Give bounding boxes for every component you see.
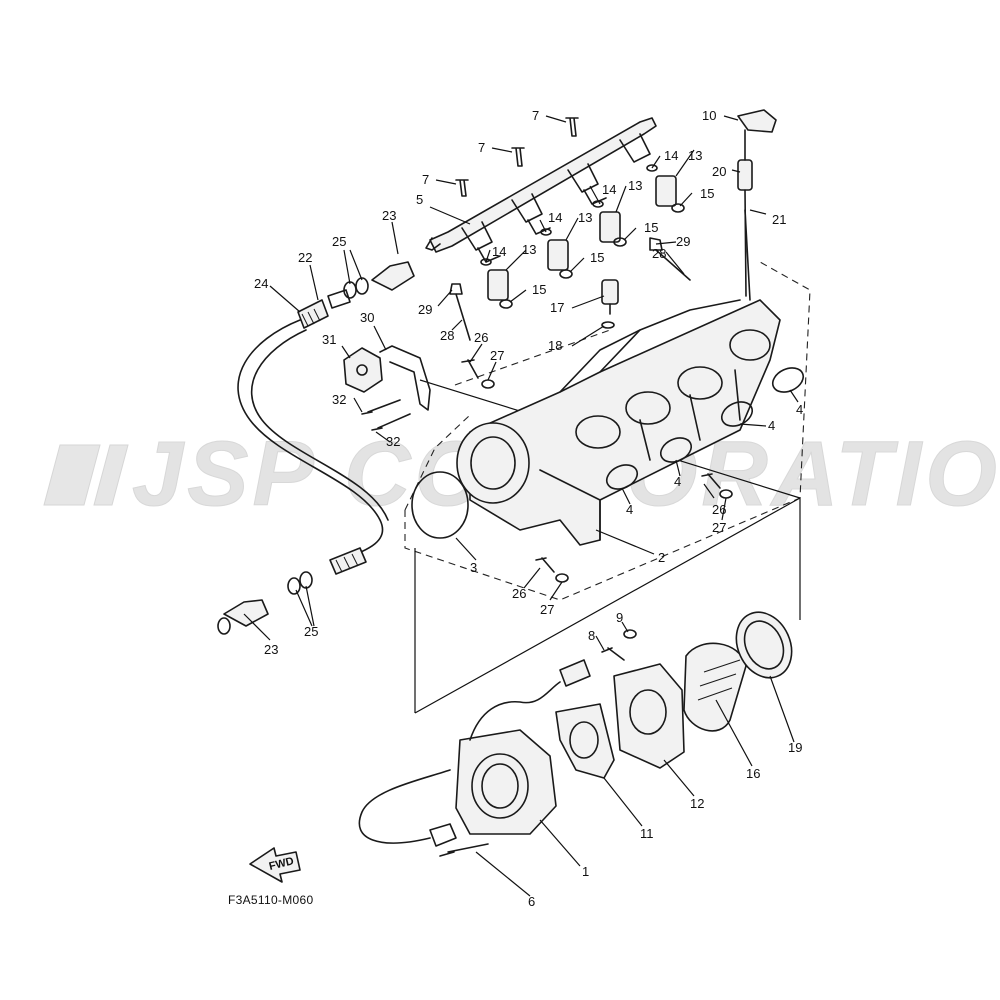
callout-14: 14 <box>492 244 506 259</box>
callout-15: 15 <box>700 186 714 201</box>
watermark-logo-icon <box>43 444 129 506</box>
callout-13: 13 <box>578 210 592 225</box>
callout-19: 19 <box>788 740 802 755</box>
callout-12: 12 <box>690 796 704 811</box>
fwd-arrow-icon <box>249 847 301 883</box>
callout-30: 30 <box>360 310 374 325</box>
callout-28: 28 <box>652 246 666 261</box>
callout-31: 31 <box>322 332 336 347</box>
callout-4: 4 <box>626 502 633 517</box>
callout-13: 13 <box>688 148 702 163</box>
circlip <box>411 471 469 539</box>
intake-filter <box>683 611 793 732</box>
callout-17: 17 <box>550 300 564 315</box>
callout-27: 27 <box>490 348 504 363</box>
callout-13: 13 <box>522 242 536 257</box>
bracket-parts <box>343 345 431 431</box>
callout-32: 32 <box>332 392 346 407</box>
callout-13: 13 <box>628 178 642 193</box>
callout-1: 1 <box>582 864 589 879</box>
callout-7: 7 <box>422 172 429 187</box>
boundary-dashed-left <box>404 414 471 511</box>
callouts: 7 7 7 10 20 21 14 13 15 14 13 14 13 15 1… <box>254 108 803 909</box>
callout-29: 29 <box>676 234 690 249</box>
callout-15: 15 <box>532 282 546 297</box>
callout-6: 6 <box>528 894 535 909</box>
rail-screws <box>455 117 579 197</box>
intake-sensor <box>737 109 777 301</box>
diagram-code: F3A5110-M060 <box>228 893 313 907</box>
callout-23: 23 <box>264 642 278 657</box>
callout-11: 11 <box>640 826 654 841</box>
callout-29: 29 <box>418 302 432 317</box>
callout-27: 27 <box>540 602 554 617</box>
intake-manifold <box>456 299 781 546</box>
fuel-hose <box>217 261 415 635</box>
injectors <box>480 164 685 309</box>
callout-26: 26 <box>474 330 488 345</box>
fwd-label: FWD <box>268 855 295 873</box>
callout-2: 2 <box>658 550 665 565</box>
callout-3: 3 <box>470 560 477 575</box>
callout-7: 7 <box>532 108 539 123</box>
callout-14: 14 <box>664 148 678 163</box>
callout-4: 4 <box>796 402 803 417</box>
callout-22: 22 <box>298 250 312 265</box>
callout-28: 28 <box>440 328 454 343</box>
callout-18: 18 <box>548 338 562 353</box>
callout-20: 20 <box>712 164 726 179</box>
callout-25: 25 <box>304 624 318 639</box>
callout-9: 9 <box>616 610 623 625</box>
callout-10: 10 <box>702 108 716 123</box>
callout-15: 15 <box>590 250 604 265</box>
callout-15: 15 <box>644 220 658 235</box>
throttle-adapter <box>555 629 685 779</box>
throttle-body <box>358 659 591 857</box>
callout-27: 27 <box>712 520 726 535</box>
callout-23: 23 <box>382 208 396 223</box>
fuel-rail <box>425 117 657 263</box>
callout-26: 26 <box>712 502 726 517</box>
callout-7: 7 <box>478 140 485 155</box>
leader-lines <box>243 115 799 897</box>
boundary-dashed-top <box>454 329 611 386</box>
callout-4: 4 <box>768 418 775 433</box>
callout-8: 8 <box>588 628 595 643</box>
pressure-sensor <box>601 279 619 329</box>
callout-24: 24 <box>254 276 268 291</box>
callout-32: 32 <box>386 434 400 449</box>
fwd-arrow: FWD <box>249 847 301 883</box>
callout-14: 14 <box>548 210 562 225</box>
callout-26: 26 <box>512 586 526 601</box>
callout-16: 16 <box>746 766 760 781</box>
callout-4: 4 <box>674 474 681 489</box>
callout-14: 14 <box>602 182 616 197</box>
callout-21: 21 <box>772 212 786 227</box>
callout-25: 25 <box>332 234 346 249</box>
callout-5: 5 <box>416 192 423 207</box>
